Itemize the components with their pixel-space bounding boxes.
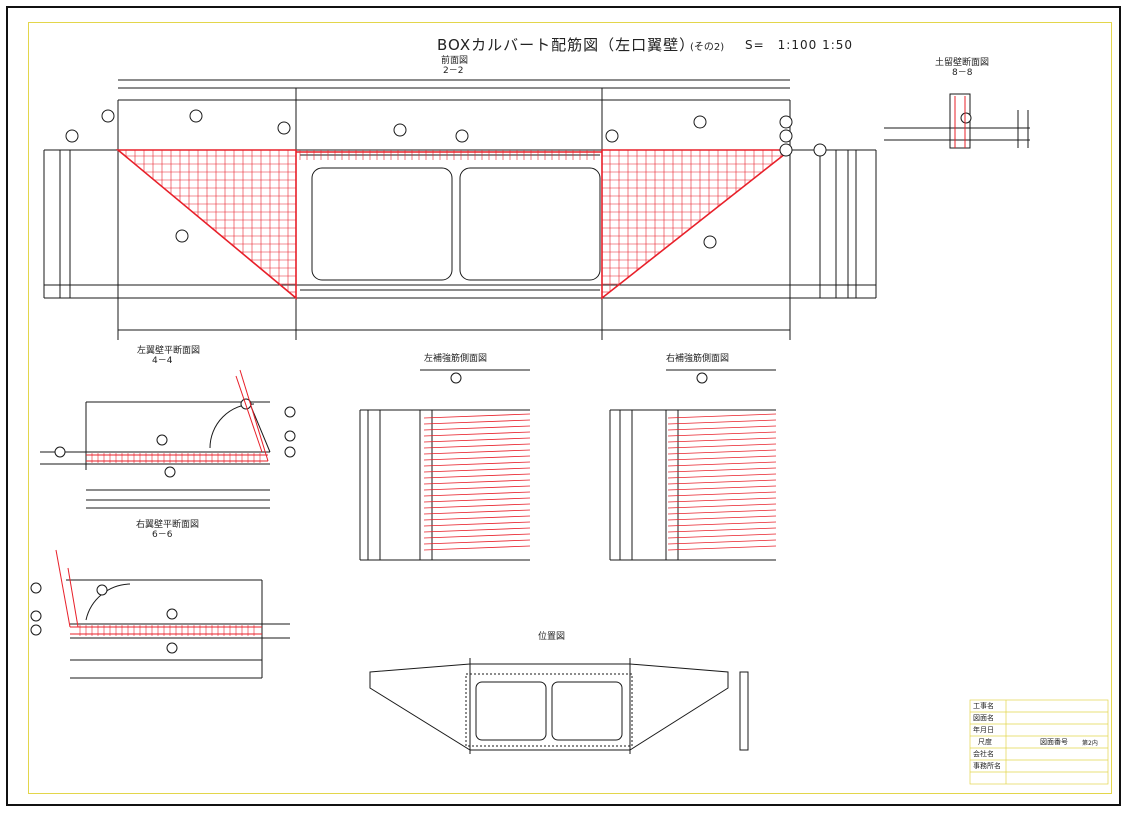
left-reinf-title: 左補強筋側面図 bbox=[424, 354, 488, 364]
right-wing-view bbox=[30, 579, 290, 679]
drawing-sheet bbox=[6, 6, 1121, 806]
drawing-scale: S= 1:100 1:50 bbox=[745, 38, 854, 52]
rebar-line bbox=[423, 431, 531, 437]
earth-wall-view bbox=[884, 93, 1030, 149]
rebar-line bbox=[667, 521, 777, 527]
rebar-line bbox=[423, 437, 531, 443]
earth-wall-title: 土留壁断面図 bbox=[935, 58, 990, 68]
front-view-title: 前面図 bbox=[441, 56, 469, 66]
right-reinf-title: 右補強筋側面図 bbox=[666, 354, 730, 364]
left-wing-view bbox=[40, 398, 296, 509]
rebar-line bbox=[423, 479, 531, 485]
rebar-line bbox=[667, 509, 777, 515]
rebar-line bbox=[423, 521, 531, 527]
rebar-line bbox=[667, 425, 777, 431]
tb-row-1: 図面名 bbox=[973, 714, 994, 722]
rebar-line bbox=[667, 503, 777, 509]
left-reinf-view bbox=[359, 369, 530, 561]
rebar-line bbox=[667, 431, 777, 437]
rebar-line bbox=[423, 503, 531, 509]
left-wing-title: 左翼壁平断面図 bbox=[137, 346, 201, 356]
rebar-line bbox=[667, 473, 777, 479]
front-view bbox=[43, 79, 877, 340]
rebar-line bbox=[667, 527, 777, 533]
rebar-line bbox=[423, 413, 531, 419]
tb-drawing-no-value: 第2内 bbox=[1082, 740, 1098, 747]
rebar-line bbox=[667, 455, 777, 461]
rebar-markers bbox=[65, 109, 827, 249]
rebar-line bbox=[423, 491, 531, 497]
rebar-line bbox=[423, 425, 531, 431]
rebar-line bbox=[667, 419, 777, 425]
tb-row-5: 事務所名 bbox=[973, 762, 1001, 770]
title-block bbox=[969, 699, 1109, 785]
rebar-line bbox=[423, 515, 531, 521]
rebar-line bbox=[423, 533, 531, 539]
rebar-line bbox=[667, 545, 777, 551]
rebar-line bbox=[423, 473, 531, 479]
rebar-line bbox=[423, 455, 531, 461]
tb-row-4: 会社名 bbox=[973, 750, 994, 758]
rebar-line bbox=[423, 443, 531, 449]
rebar-line bbox=[667, 479, 777, 485]
rebar-line bbox=[667, 485, 777, 491]
location-view bbox=[369, 658, 749, 754]
rebar-line bbox=[667, 467, 777, 473]
rebar-line bbox=[423, 461, 531, 467]
rebar-line bbox=[423, 527, 531, 533]
rebar-line bbox=[423, 467, 531, 473]
rebar-line bbox=[667, 437, 777, 443]
inner-frame bbox=[28, 22, 1112, 794]
right-wing-title: 右翼壁平断面図 bbox=[136, 520, 200, 530]
rebar-line bbox=[667, 515, 777, 521]
left-wing-sub: 4－4 bbox=[152, 356, 173, 366]
rebar-line bbox=[667, 443, 777, 449]
rebar-line bbox=[667, 413, 777, 419]
rebar-line bbox=[423, 545, 531, 551]
tb-row-3: 尺度 bbox=[978, 738, 992, 746]
tb-drawing-no-label: 図面番号 bbox=[1040, 738, 1068, 746]
location-title: 位置図 bbox=[538, 632, 566, 642]
rebar-line bbox=[667, 491, 777, 497]
rebar-line bbox=[423, 419, 531, 425]
title-block-text: 工事名 図面名 年月日 尺度 会社名 事務所名 図面番号 第2内 bbox=[970, 700, 1108, 784]
right-wing-sub: 6－6 bbox=[152, 530, 173, 540]
rebar-line bbox=[667, 449, 777, 455]
rebar-line bbox=[423, 497, 531, 503]
rebar-line bbox=[423, 449, 531, 455]
rebar-line bbox=[423, 509, 531, 515]
rebar-line bbox=[667, 533, 777, 539]
sheet-number: (その2) bbox=[690, 42, 725, 53]
tb-row-0: 工事名 bbox=[973, 702, 994, 710]
drawing-title: BOXカルバート配筋図（左口翼壁） bbox=[437, 36, 696, 54]
earth-wall-sub: 8－8 bbox=[952, 68, 973, 78]
rebar-line bbox=[423, 539, 531, 545]
rebar-line bbox=[667, 497, 777, 503]
rebar-line bbox=[423, 485, 531, 491]
front-view-sub: 2－2 bbox=[443, 66, 464, 76]
right-reinf-view bbox=[609, 369, 776, 561]
tb-row-2: 年月日 bbox=[973, 726, 994, 734]
rebar-line bbox=[667, 461, 777, 467]
rebar-line bbox=[667, 539, 777, 545]
